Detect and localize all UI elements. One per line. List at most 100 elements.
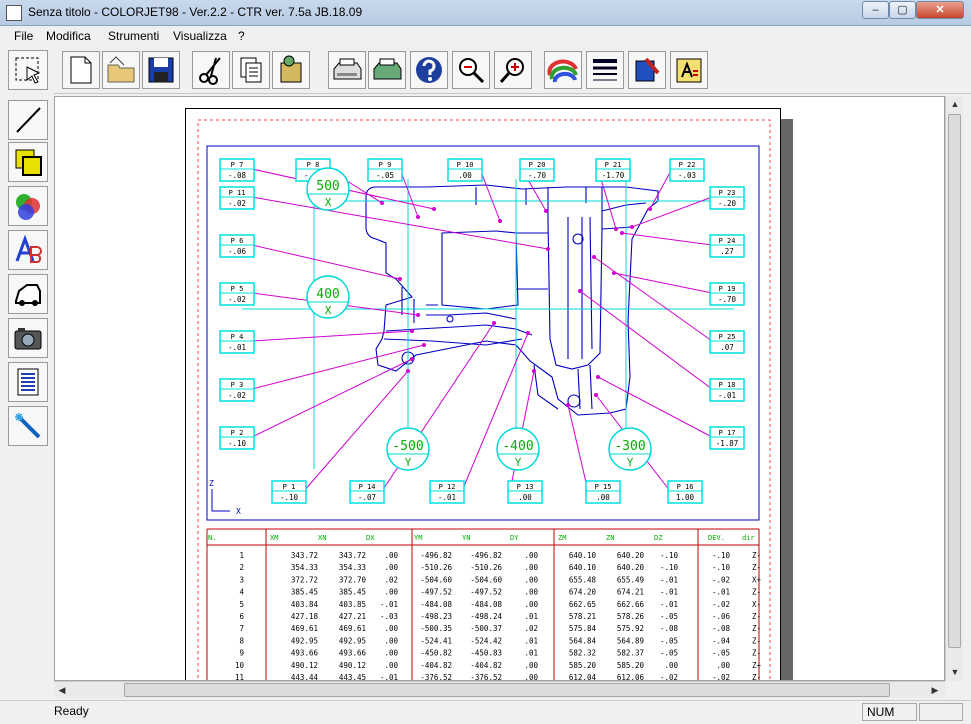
new-document-icon: [70, 56, 92, 84]
table-header-cell: YN: [462, 534, 470, 542]
save-button[interactable]: [142, 51, 180, 89]
line-styles-button[interactable]: [586, 51, 624, 89]
color-palette-button[interactable]: [544, 51, 582, 89]
point-label: P 6-.06: [219, 234, 255, 258]
fill-button[interactable]: [628, 51, 666, 89]
section-value: -500: [392, 439, 423, 454]
minimize-button[interactable]: ‒: [862, 1, 889, 19]
table-header-cell: DZ: [654, 534, 662, 542]
menu-file[interactable]: File: [14, 29, 34, 43]
horizontal-scrollbar[interactable]: ◀ ▶: [54, 681, 945, 698]
point-label-value: .00: [596, 493, 610, 502]
window-title: Senza titolo - COLORJET98 - Ver.2.2 - CT…: [28, 5, 363, 19]
menu-help[interactable]: ?: [238, 29, 245, 43]
point-label-name: P 6: [231, 237, 244, 245]
table-cell: -484.08: [470, 600, 502, 609]
select-arrow-icon: [15, 57, 41, 84]
text-tool[interactable]: [8, 230, 48, 270]
table-cell: 674.21: [617, 588, 644, 597]
open-folder-button[interactable]: [102, 51, 140, 89]
close-icon: ✕: [935, 4, 945, 16]
section-marker-circle: [306, 275, 350, 319]
left-toolbox: [8, 50, 50, 450]
table-cell: 443.45: [339, 673, 366, 681]
measure-point-dot: [416, 313, 420, 317]
font-button[interactable]: [670, 51, 708, 89]
menu-visualizza[interactable]: Visualizza: [173, 29, 227, 43]
help-button[interactable]: [410, 51, 448, 89]
close-button[interactable]: ✕: [916, 1, 964, 19]
point-label-value: -.01: [438, 493, 456, 502]
table-cell: -.05: [660, 636, 678, 645]
restore-button[interactable]: ▢: [889, 1, 916, 19]
point-label-value: -.02: [228, 295, 246, 304]
new-document-button[interactable]: [62, 51, 100, 89]
cut-button[interactable]: [192, 51, 230, 89]
scroll-left-icon[interactable]: ◀: [58, 685, 66, 695]
measure-point-dot: [410, 357, 414, 361]
line-tool-icon: [16, 107, 41, 133]
point-label-box: [709, 378, 745, 402]
menu-strumenti[interactable]: Strumenti: [108, 29, 160, 43]
fill-color-icon: [15, 149, 42, 176]
color-mix-tool[interactable]: [8, 186, 48, 226]
menu-modifica[interactable]: Modifica: [46, 29, 91, 43]
table-cell: 5: [239, 600, 244, 609]
scroll-right-icon[interactable]: ▶: [931, 685, 939, 695]
zoom-in-button[interactable]: [494, 51, 532, 89]
point-label: P 22-.03: [669, 158, 705, 182]
table-cell: 492.95: [291, 636, 318, 645]
leader-line: [579, 290, 713, 390]
point-label-box: [219, 330, 255, 354]
print-preview-icon: [373, 58, 402, 80]
paste-button[interactable]: [272, 51, 310, 89]
table-cell: -496.82: [470, 551, 502, 560]
vertical-scrollbar[interactable]: ▲ ▼: [945, 96, 963, 681]
document-workspace[interactable]: P 7-.08P 8-.04P 9-.05P 10.00P 20-.70P 21…: [54, 96, 945, 681]
table-cell: 585.20: [569, 661, 597, 670]
table-cell: .00: [524, 588, 538, 597]
print-preview-button[interactable]: [368, 51, 406, 89]
copy-button[interactable]: [232, 51, 270, 89]
axis-z-label: Z: [209, 479, 214, 488]
point-label-box: [219, 378, 255, 402]
data-sheet-tool[interactable]: [8, 362, 48, 402]
point-label-box: [219, 426, 255, 450]
table-cell: 343.72: [339, 551, 366, 560]
point-label-name: P 16: [677, 483, 694, 491]
horizontal-scroll-thumb[interactable]: [124, 683, 890, 697]
measure-point-dot: [614, 227, 618, 231]
table-cell: 662.66: [617, 600, 645, 609]
table-cell: .02: [384, 575, 398, 584]
point-label-name: P 25: [719, 333, 736, 341]
scissors-icon: [199, 57, 221, 85]
camera-tool[interactable]: [8, 318, 48, 358]
point-label: P 2-.10: [219, 426, 255, 450]
measure-point-dot: [546, 247, 550, 251]
table-cell: 578.26: [617, 612, 645, 621]
table-cell: 612.04: [569, 673, 597, 681]
print-button[interactable]: [328, 51, 366, 89]
scroll-up-icon[interactable]: ▲: [950, 99, 960, 109]
table-cell: .00: [384, 649, 398, 658]
open-folder-icon: [107, 56, 135, 83]
line-tool[interactable]: [8, 100, 48, 140]
image-tool[interactable]: [8, 274, 48, 314]
select-tool[interactable]: [8, 50, 48, 90]
measure-point-dot: [596, 375, 600, 379]
table-cell: -.05: [660, 649, 678, 658]
scroll-down-icon[interactable]: ▼: [950, 667, 960, 677]
status-bar: Ready NUM: [0, 700, 971, 724]
point-label-name: P 17: [719, 429, 736, 437]
color-palette-icon: [547, 59, 578, 83]
table-cell: 9: [239, 649, 244, 658]
table-cell: -484.08: [420, 600, 452, 609]
table-cell: .00: [384, 588, 398, 597]
zoom-out-button[interactable]: [452, 51, 490, 89]
vertical-scroll-thumb[interactable]: [948, 114, 961, 648]
magic-wand-tool[interactable]: [8, 406, 48, 446]
point-label-value: -.03: [678, 171, 696, 180]
fill-color-tool[interactable]: [8, 142, 48, 182]
